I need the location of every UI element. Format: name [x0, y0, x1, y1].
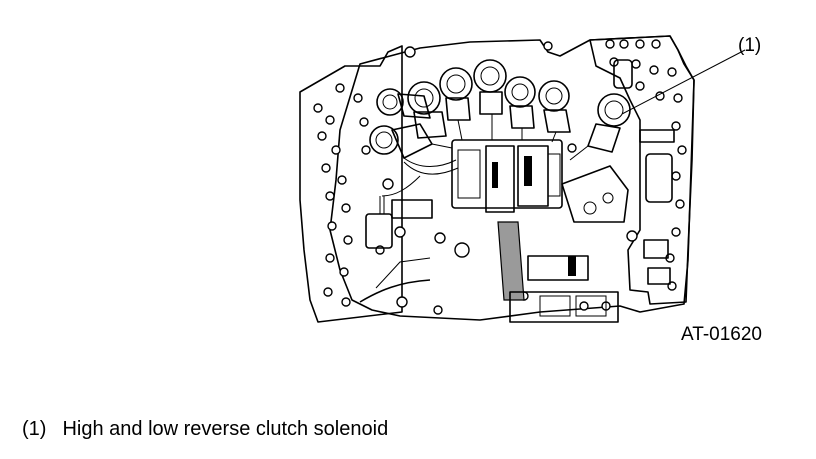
solenoid — [439, 67, 473, 121]
solenoid — [613, 59, 633, 89]
lower-details — [359, 129, 675, 323]
legend-item: (1) High and low reverse clutch solenoid — [22, 418, 388, 440]
solenoid — [504, 76, 536, 129]
right-separator-plate — [589, 35, 695, 305]
solenoid — [538, 80, 571, 133]
legend-number: (1) — [22, 418, 47, 440]
legend-text: High and low reverse clutch solenoid — [62, 418, 389, 440]
figure-id: AT-01620 — [681, 324, 762, 345]
connector-block — [451, 139, 563, 213]
solenoid — [407, 81, 447, 139]
left-separator-plate — [299, 45, 403, 323]
bolt-holes — [313, 39, 687, 315]
high-low-reverse-clutch-solenoid — [587, 93, 631, 153]
solenoid-group — [369, 59, 633, 159]
wire-harness — [379, 114, 589, 214]
solenoid — [369, 123, 433, 159]
solenoid — [473, 59, 507, 115]
callout-label: (1) — [738, 35, 762, 56]
callout-leader-line — [621, 49, 746, 115]
